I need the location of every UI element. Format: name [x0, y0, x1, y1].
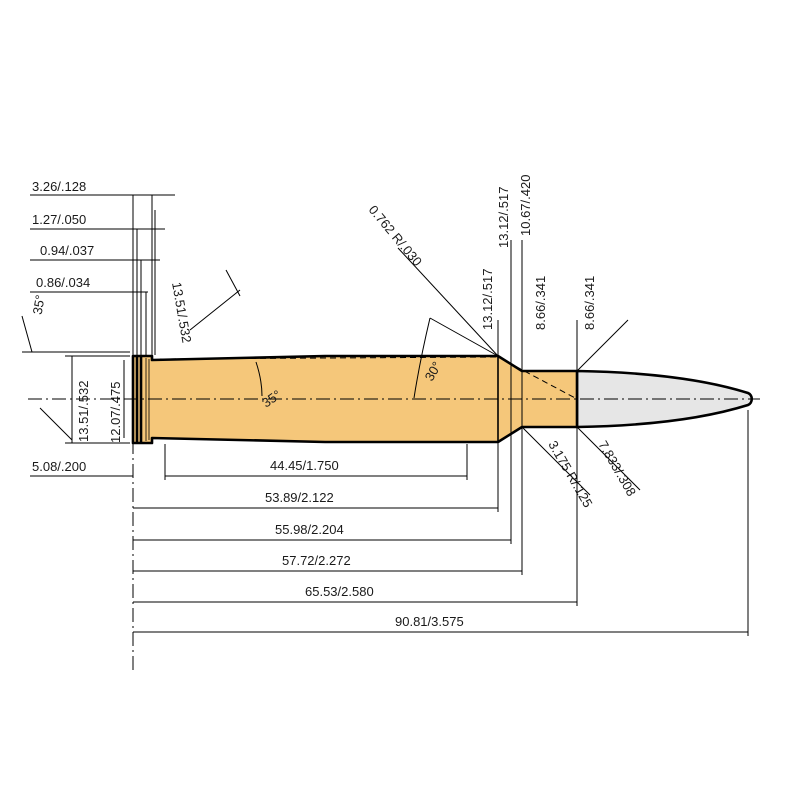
taper-reference-line — [159, 356, 499, 360]
rim-thickness-label: 3.26/.128 — [32, 179, 86, 194]
shoulder-diameter-label-b: 13.12/.517 — [480, 269, 495, 330]
groove-position-label: 5.08/.200 — [32, 459, 86, 474]
neck-outer-label: 10.67/.420 — [518, 175, 533, 236]
base-diameter-label: 13.51/.532 — [169, 281, 194, 344]
dim-shoulder-label: 53.89/2.122 — [265, 490, 334, 505]
neck-inner-label-a: 8.66/.341 — [533, 276, 548, 330]
dim-neck-start-label: 55.98/2.204 — [275, 522, 344, 537]
neck-radius-label: 3.175 R/.125 — [545, 438, 595, 510]
bullet-diameter-label: 7.833/.308 — [595, 438, 639, 499]
shoulder-diameter-label-a: 13.12/.517 — [496, 187, 511, 248]
groove-diameter-label: 12.07/.475 — [108, 382, 123, 443]
base-diameter-dims — [39, 355, 130, 444]
length-dimensions — [133, 410, 749, 636]
rim-diameter-label: 13.51/.532 — [76, 381, 91, 442]
groove-width-label: 0.94/.037 — [40, 243, 94, 258]
head-dimensions — [30, 194, 175, 355]
extractor-depth-label: 0.86/.034 — [36, 275, 90, 290]
rebate-label: 1.27/.050 — [32, 212, 86, 227]
dim-case-length-label: 65.53/2.580 — [305, 584, 374, 599]
dim-overall-label: 90.81/3.575 — [395, 614, 464, 629]
rim-angle-label: 35° — [30, 294, 48, 316]
dim-body-label: 44.45/1.750 — [270, 458, 339, 473]
shoulder-radius-label: 0.762 R/.030 — [366, 202, 425, 269]
dim-neck-label: 57.72/2.272 — [282, 553, 351, 568]
neck-inner-label-b: 8.66/.341 — [582, 276, 597, 330]
